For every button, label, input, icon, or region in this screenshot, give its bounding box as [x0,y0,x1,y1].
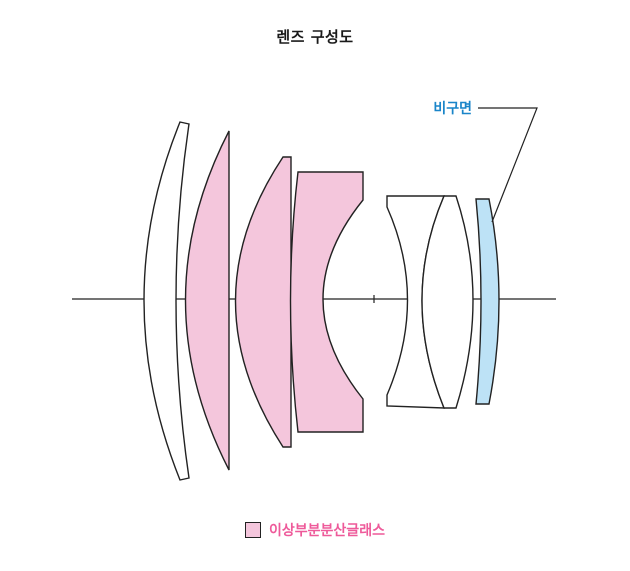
lens-element-6 [421,195,474,409]
legend-label-ed: 이상부분분산글래스 [269,523,385,539]
legend: 이상부분분산글래스 [0,520,630,540]
lens-element-1 [143,121,190,481]
lens-element-7-aspherical [475,198,500,405]
lens-element-2-ed [184,130,230,471]
aspherical-leader-line [478,107,538,223]
aspherical-label: 비구면 [433,100,472,117]
diagram-title: 렌즈 구성도 [276,28,354,46]
lens-element-4-ed [289,171,364,433]
legend-swatch-ed [245,522,262,538]
lens-element-3-ed [234,156,292,448]
